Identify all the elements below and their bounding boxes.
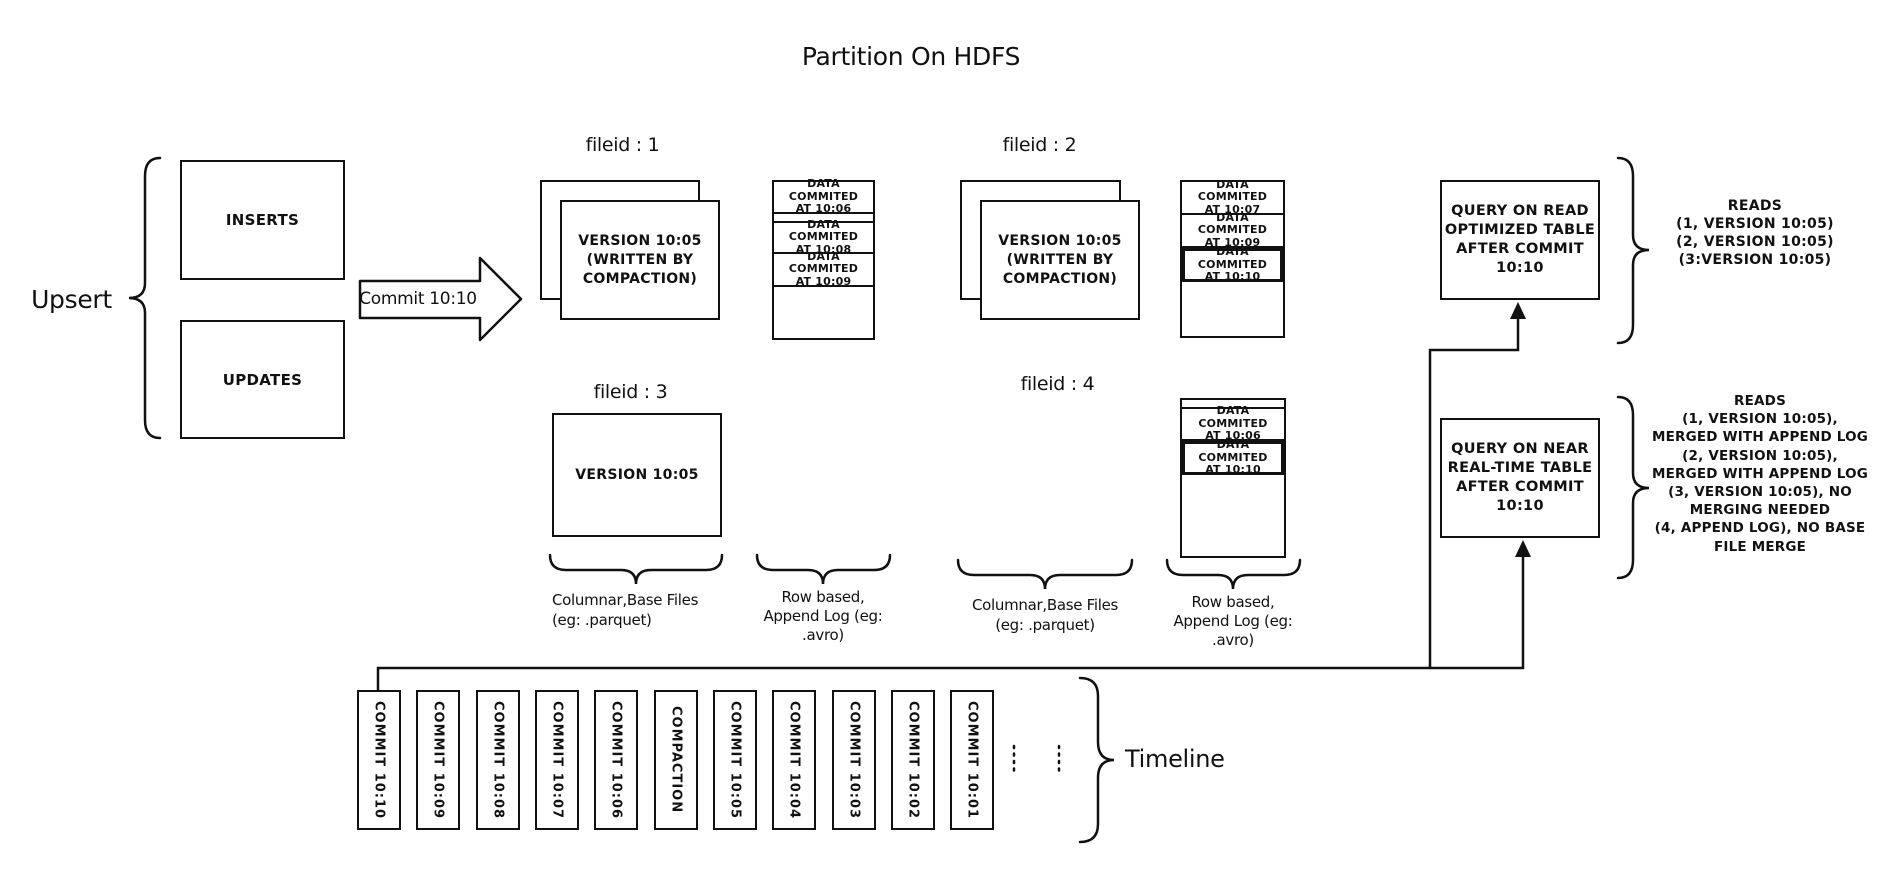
- timeline-entry: COMMIT 10:05: [727, 700, 743, 820]
- log-cell: DATA COMMITED AT 10:09: [774, 250, 873, 288]
- timeline-commit-box: COMMIT 10:05: [713, 690, 757, 830]
- fileid-1-append-log: DATA COMMITED AT 10:06 DATA COMMITED AT …: [772, 178, 875, 340]
- timeline-entry: COMMIT 10:09: [430, 700, 446, 820]
- timeline-label: Timeline: [1125, 745, 1225, 773]
- log-divider-strip: [1182, 400, 1284, 409]
- fileid-1-label: fileid : 1: [585, 134, 660, 156]
- reads-near-real-time: READS (1, VERSION 10:05), MERGED WITH AP…: [1651, 393, 1869, 555]
- reads-brace-1: [1616, 156, 1650, 345]
- reads-read-optimized: READS (1, VERSION 10:05) (2, VERSION 10:…: [1676, 198, 1834, 268]
- timeline-entry: COMMIT 10:04: [786, 700, 802, 820]
- timeline-compaction-box: COMPACTION: [654, 690, 698, 830]
- inserts-box: INSERTS: [180, 160, 345, 280]
- timeline-commit-box: COMMIT 10:07: [535, 690, 579, 830]
- log-cell: DATA COMMITED AT 10:09: [1182, 211, 1283, 249]
- log-divider-strip: [774, 214, 873, 223]
- timeline-commit-box: COMMIT 10:04: [772, 690, 816, 830]
- fileid-1-base-file: VERSION 10:05 (WRITTEN BY COMPACTION): [560, 200, 720, 320]
- upsert-brace: [128, 156, 162, 440]
- log-cell: DATA COMMITED AT 10:07: [1182, 178, 1283, 216]
- fileid-2-label: fileid : 2: [1002, 134, 1077, 156]
- log-cell: DATA COMMITED AT 10:06: [774, 178, 873, 215]
- diagram-title: Partition On HDFS: [801, 42, 1021, 71]
- columnar-brace-right: [956, 558, 1134, 590]
- query-near-real-time-label: QUERY ON NEAR REAL-TIME TABLE AFTER COMM…: [1447, 441, 1593, 514]
- rowbased-files-label-left: Row based, Append Log (eg: .avro): [763, 588, 883, 644]
- fileid-3-label: fileid : 3: [593, 381, 668, 403]
- query-near-real-time-box: QUERY ON NEAR REAL-TIME TABLE AFTER COMM…: [1440, 418, 1600, 538]
- timeline-commit-box: COMMIT 10:03: [832, 690, 876, 830]
- fileid-2-base-file: VERSION 10:05 (WRITTEN BY COMPACTION): [980, 200, 1140, 320]
- timeline-brace: [1078, 676, 1115, 844]
- fileid-4-label: fileid : 4: [1020, 373, 1095, 395]
- rowbased-brace-right: [1165, 558, 1302, 590]
- upsert-label: Upsert: [31, 285, 112, 314]
- timeline-entry: COMMIT 10:10: [371, 700, 387, 820]
- timeline-commit-box: COMMIT 10:02: [891, 690, 935, 830]
- arrowhead-ro: [1510, 302, 1526, 319]
- timeline-commit-box: COMMIT 10:10: [357, 690, 401, 830]
- connector-timeline-to-nrt: [376, 554, 1525, 692]
- timeline-entry: COMMIT 10:08: [490, 700, 506, 820]
- rowbased-brace-left: [755, 553, 892, 585]
- query-read-optimized-box: QUERY ON READ OPTIMIZED TABLE AFTER COMM…: [1440, 180, 1600, 300]
- timeline-entry: COMMIT 10:02: [905, 700, 921, 820]
- timeline-entry: COMMIT 10:07: [549, 700, 565, 820]
- timeline-commit-box: COMMIT 10:01: [950, 690, 994, 830]
- timeline-entry: COMPACTION: [668, 706, 684, 814]
- fileid-3-base-label: VERSION 10:05: [575, 466, 699, 483]
- log-cell-latest-commit: DATA COMMITED AT 10:10: [1182, 439, 1284, 476]
- columnar-files-label-left: Columnar,Base Files (eg: .parquet): [552, 591, 699, 629]
- timeline-commit-box: COMMIT 10:09: [416, 690, 460, 830]
- arrowhead-nrt: [1515, 540, 1531, 557]
- commit-arrow-label: Commit 10:10: [359, 289, 477, 309]
- timeline-entry: COMMIT 10:03: [846, 700, 862, 820]
- columnar-brace-left: [548, 553, 724, 585]
- columnar-files-label-right: Columnar,Base Files (eg: .parquet): [971, 596, 1119, 634]
- fileid-2-append-log: DATA COMMITED AT 10:07 DATA COMMITED AT …: [1180, 178, 1285, 338]
- query-read-optimized-label: QUERY ON READ OPTIMIZED TABLE AFTER COMM…: [1444, 203, 1596, 276]
- inserts-label: INSERTS: [225, 211, 300, 229]
- updates-label: UPDATES: [222, 370, 303, 389]
- timeline-commit-box: COMMIT 10:06: [594, 690, 638, 830]
- rowbased-files-label-right: Row based, Append Log (eg: .avro): [1173, 593, 1293, 649]
- log-cell-latest-commit: DATA COMMITED AT 10:10: [1182, 246, 1283, 283]
- fileid-1-base-label: VERSION 10:05 (WRITTEN BY COMPACTION): [578, 232, 702, 287]
- timeline-commit-box: COMMIT 10:08: [476, 690, 520, 830]
- timeline-entry: COMMIT 10:06: [608, 700, 624, 820]
- timeline-entry: COMMIT 10:01: [964, 700, 980, 820]
- log-cell: DATA COMMITED AT 10:08: [774, 218, 873, 256]
- fileid-2-base-label: VERSION 10:05 (WRITTEN BY COMPACTION): [998, 232, 1122, 287]
- log-cell: DATA COMMITED AT 10:06: [1182, 405, 1284, 442]
- fileid-3-base-file: VERSION 10:05: [552, 413, 722, 537]
- fileid-4-append-log: DATA COMMITED AT 10:06 DATA COMMITED AT …: [1180, 398, 1286, 558]
- updates-box: UPDATES: [180, 320, 345, 439]
